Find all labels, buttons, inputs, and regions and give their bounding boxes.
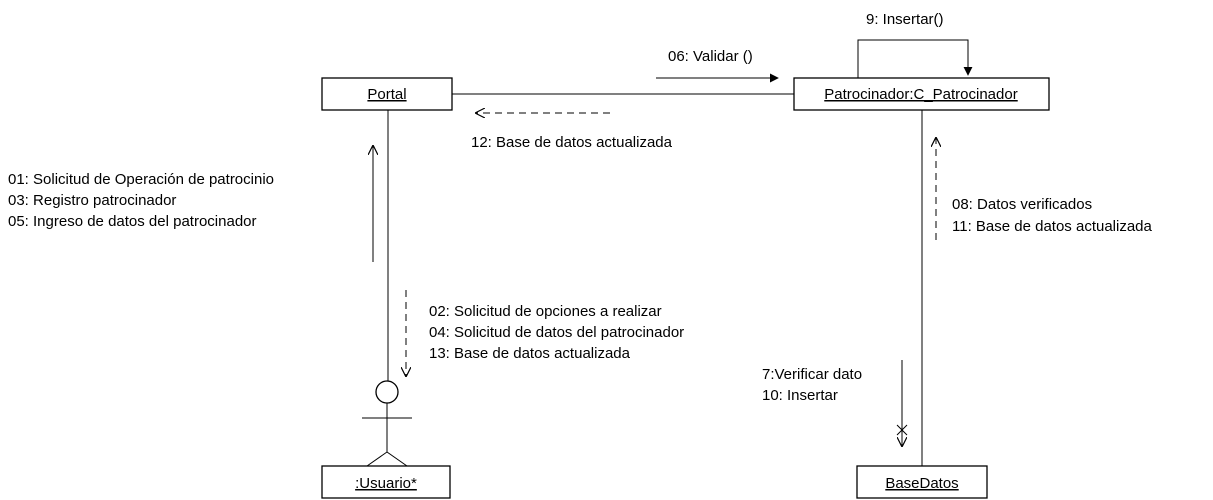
message-label-08: 08: Datos verificados [952, 196, 1092, 213]
object-basedatos-label: BaseDatos [885, 475, 958, 492]
message-label-03: 03: Registro patrocinador [8, 192, 176, 209]
object-patrocinador[interactable]: Patrocinador:C_Patrocinador [793, 77, 1050, 111]
message-label-validar: 06: Validar () [668, 48, 753, 65]
message-label-05: 05: Ingreso de datos del patrocinador [8, 213, 257, 230]
object-portal-label: Portal [367, 86, 406, 103]
message-label-bd-actualizada-portal: 12: Base de datos actualizada [471, 134, 673, 151]
message-arrow-cross-mark-2 [896, 424, 908, 436]
object-portal[interactable]: Portal [321, 77, 453, 111]
message-label-02: 02: Solicitud de opciones a realizar [429, 303, 662, 320]
message-label-01: 01: Solicitud de Operación de patrocinio [8, 171, 274, 188]
message-arrow-insertar-self [857, 39, 973, 78]
message-label-07: 7:Verificar dato [762, 366, 862, 383]
object-usuario[interactable]: :Usuario* [321, 465, 451, 499]
stick-figure-actor-icon [362, 380, 412, 467]
message-label-11: 11: Base de datos actualizada [952, 218, 1153, 235]
message-label-04: 04: Solicitud de datos del patrocinador [429, 324, 684, 341]
message-label-13: 13: Base de datos actualizada [429, 345, 631, 362]
object-patrocinador-label: Patrocinador:C_Patrocinador [824, 86, 1017, 103]
message-label-10: 10: Insertar [762, 387, 838, 404]
object-basedatos[interactable]: BaseDatos [856, 465, 988, 499]
object-usuario-label: :Usuario* [355, 475, 417, 492]
message-label-insertar-self: 9: Insertar() [866, 11, 944, 28]
